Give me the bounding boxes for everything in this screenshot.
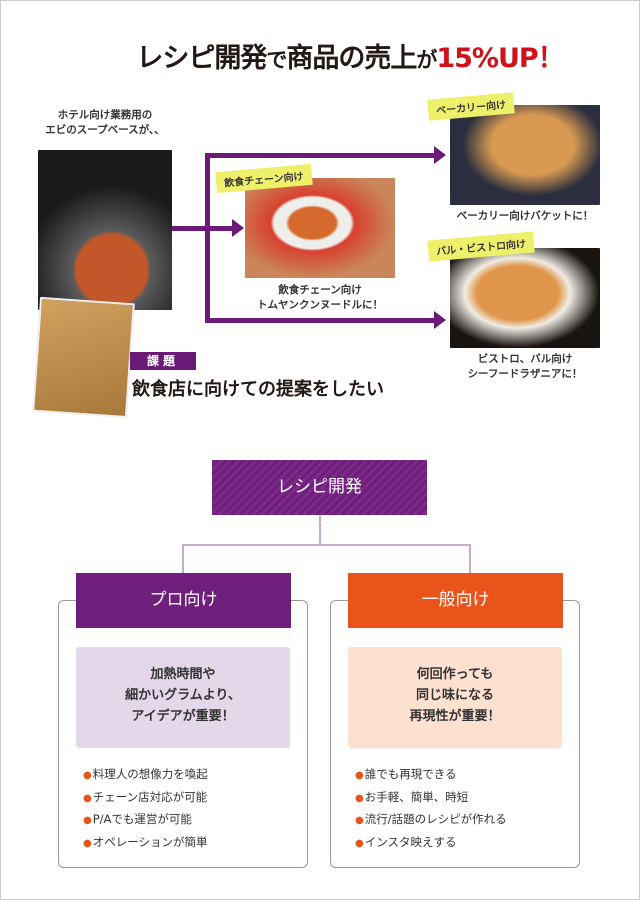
connector-line xyxy=(469,544,471,574)
headline: レシピ開発で商品の売上が15%UP！ xyxy=(136,43,564,74)
arrow-line xyxy=(205,318,435,323)
general-key-point: 何回作っても同じ味になる再現性が重要！ xyxy=(348,647,562,748)
connector-line xyxy=(182,544,184,574)
arrow-line xyxy=(205,226,233,231)
arrow-head-icon xyxy=(434,146,446,164)
lasagna-photo xyxy=(450,248,600,348)
caption-chain: 飲食チェーン向けトムヤンクンヌードルに！ xyxy=(257,284,383,311)
recipe-development-box: レシピ開発 xyxy=(212,460,427,515)
arrow-line xyxy=(205,153,210,323)
bakery-photo xyxy=(450,105,600,205)
intro-text: ホテル向け業務用のエビのスープベースが、、 xyxy=(45,109,165,136)
pro-key-point: 加熱時間や細かいグラムより、アイデアが重要！ xyxy=(76,647,290,748)
caption-bakery: ベーカリー向けバケットに！ xyxy=(456,210,594,222)
package-photo xyxy=(32,296,135,419)
general-header: 一般向け xyxy=(348,573,563,628)
noodle-photo xyxy=(245,178,395,278)
general-bullets: 誰でも再現できるお手軽、簡単、時短流行/話題のレシピが作れるインスタ映えする xyxy=(355,764,507,854)
arrow-line xyxy=(172,226,208,231)
arrow-head-icon xyxy=(434,311,446,329)
connector-line xyxy=(182,544,471,546)
connector-line xyxy=(319,515,321,545)
caption-bistro: ビストロ、バル向けシーフードラザニアに！ xyxy=(467,353,583,380)
pro-bullets: 料理人の想像力を喚起チェーン店対応が可能P/Aでも運営が可能オペレーションが簡単 xyxy=(83,764,208,854)
arrow-line xyxy=(205,153,435,158)
issue-text: 飲食店に向けての提案をしたい xyxy=(132,379,384,400)
soup-photo xyxy=(38,150,172,310)
issue-label: 課題 xyxy=(130,352,196,370)
arrow-head-icon xyxy=(232,219,244,237)
pro-header: プロ向け xyxy=(76,573,291,628)
